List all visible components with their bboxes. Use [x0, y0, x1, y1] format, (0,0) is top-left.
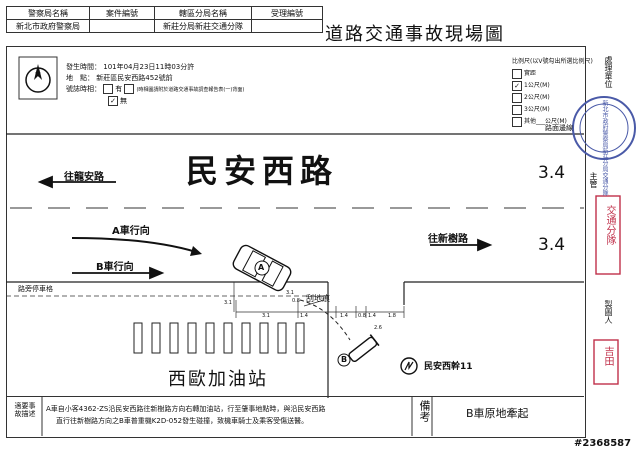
value-cell [251, 19, 323, 33]
none-row: ✓無 [108, 96, 127, 106]
scale-option: 3公尺(M) [524, 106, 550, 113]
date-value: 101年04月23日11時03分許 [103, 63, 195, 71]
measurement: 3.1 [224, 300, 232, 306]
measurement: 1.4 [368, 313, 376, 319]
scale-checkbox-checked: ✓ [512, 80, 522, 91]
vehicle-b-marker: B [341, 355, 348, 364]
vehicle-b-direction: B車行向 [96, 262, 134, 273]
gas-station-label: 西歐加油站 [168, 369, 268, 390]
summary-line-1: A車自小客4362-ZS沿民安西路往新樹路方向右轉加油站，行至肇事地點時，與沿民… [46, 405, 326, 413]
summary-label: 適要事故描述 [14, 402, 36, 418]
scale-checkbox [512, 104, 522, 115]
location-label: 地 點： [66, 74, 94, 82]
diagram-frame [6, 46, 586, 438]
recorder-label: 製圖人 [604, 300, 613, 324]
note-label: 備考 [418, 400, 431, 422]
seal-2 [593, 339, 619, 385]
scale-title: 比例尺(以V號勾出所選比例尺) [512, 58, 593, 65]
scale-option: 1公尺(M) [524, 82, 550, 89]
vehicle-a-direction: A車行向 [112, 226, 150, 237]
scale-checkbox [512, 116, 522, 127]
location-row: 地 點： 新莊區民安西路452號前 [66, 73, 173, 83]
road-name: 民安西路 [186, 152, 339, 190]
measurement: 1.8 [388, 313, 396, 319]
crosswalk [133, 322, 305, 354]
drag-mark-label: 刮地痕 [306, 294, 330, 303]
measurement: 1.4 [340, 313, 348, 319]
seal-1-text: 交通分隊 [604, 205, 615, 245]
measurement: 0.8 [358, 313, 366, 319]
seal-1 [595, 195, 621, 275]
summary-row [6, 396, 584, 437]
utility-pole-icon [400, 357, 418, 375]
compass-icon [18, 56, 58, 100]
scale-option: 實距 [524, 70, 537, 77]
vehicle-b-motorcycle [348, 334, 380, 363]
serial-number: #2368587 [574, 438, 632, 449]
location-value: 新莊區民安西路452號前 [96, 74, 173, 82]
measurement: 1.4 [300, 313, 308, 319]
round-stamp [572, 96, 636, 160]
parking-label: 路旁停車格 [18, 285, 53, 293]
direction-east: 往新樹路 [428, 234, 468, 245]
header-table: 警察局名稱 案件編號 轄區分局名稱 受理編號 新北市政府警察局 新莊分局新莊交通… [6, 6, 323, 33]
compass-letter: N [35, 71, 41, 79]
date-row: 發生時間： 101年04月23日11時03分許 [66, 62, 194, 72]
measurement: 3.1 [286, 290, 294, 296]
checkbox-has [103, 84, 114, 94]
note-text: B車原地牽起 [466, 407, 529, 420]
width-upper: 3.4 [538, 163, 566, 183]
option-none: 無 [120, 97, 127, 105]
signal-label: 號誌時相： [66, 85, 101, 93]
summary-line-2: 直行往新樹路方向之B車普重機K2D-052發生碰撞，致機車騎士及乘客受傷送醫。 [56, 417, 309, 425]
road-edge-label: 路面邊線 [545, 124, 573, 132]
scale-option: 2公尺(M) [524, 94, 550, 101]
has-note: (時相圖請附於道路交通事故調查報告表(一)背面) [136, 87, 245, 93]
measurement: 2.6 [374, 325, 382, 331]
round-stamp-text: 新北市政府警察局新莊分局交通分隊 [601, 100, 608, 196]
scale-block: 比例尺(以V號勾出所選比例尺) 實距 ✓1公尺(M) 2公尺(M) 3公尺(M)… [512, 56, 593, 128]
checkbox-has-note [124, 84, 135, 94]
scale-option: 其他___公尺(M) [524, 118, 567, 125]
pole-label: 民安西幹11 [424, 362, 473, 372]
vehicle-a-marker: A [258, 263, 265, 272]
vehicle-a-car [232, 244, 292, 292]
measurement: 3.1 [262, 313, 270, 319]
direction-west: 往龍安路 [64, 172, 104, 183]
option-has: 有 [115, 85, 123, 93]
checkbox-none: ✓ [108, 96, 118, 106]
document-title: 道路交通事故現場圖 [325, 24, 505, 45]
date-label: 發生時間： [66, 63, 101, 71]
handler-label: 處理單位 [604, 56, 613, 88]
width-lower: 3.4 [538, 235, 566, 255]
scale-checkbox [512, 68, 522, 79]
scale-checkbox [512, 92, 522, 103]
signal-row: 號誌時相： 有 (時相圖請附於道路交通事故調查報告表(一)背面) [66, 84, 244, 94]
supervisor-label: 主管 [589, 172, 598, 188]
seal-2-text: 吉田 [602, 346, 613, 366]
measurement: 0.8 [292, 298, 300, 304]
